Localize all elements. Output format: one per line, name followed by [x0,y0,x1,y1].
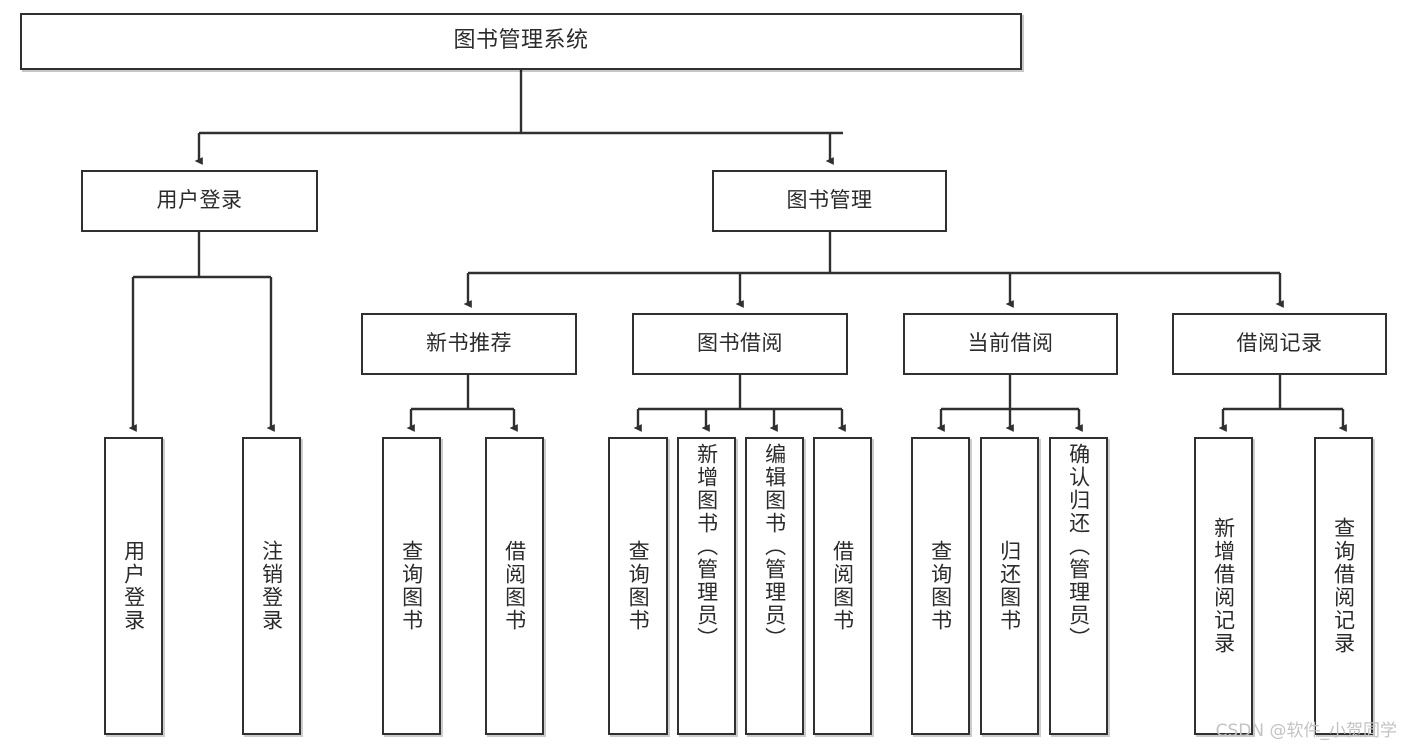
csdn-watermark: CSDN @软件_小贺同学 [1215,721,1397,741]
node-book-borrow-label: 图书借阅 [697,331,783,356]
node-borrow-records-label: 借阅记录 [1236,331,1323,356]
leaf-user-login-label: 用户登录 [121,540,146,632]
leaf-edit-book-admin[interactable]: 编辑图书（管理员） [745,437,804,735]
leaf-query-borrow-record[interactable]: 查询借阅记录 [1314,437,1373,735]
leaf-user-login[interactable]: 用户登录 [104,437,163,735]
leaf-query-book-current-label: 查询图书 [928,540,953,632]
node-current-borrow-label: 当前借阅 [967,331,1054,356]
leaf-query-book-current[interactable]: 查询图书 [911,437,970,735]
leaf-return-book-label: 归还图书 [997,540,1022,632]
node-book-management-label: 图书管理 [786,188,873,213]
leaf-borrow-book[interactable]: 借阅图书 [813,437,872,735]
node-book-management[interactable]: 图书管理 [712,170,947,232]
leaf-add-borrow-record-label: 新增借阅记录 [1211,517,1236,655]
node-new-book-recommend-label: 新书推荐 [426,331,512,356]
node-borrow-records[interactable]: 借阅记录 [1172,313,1387,375]
leaf-add-book-admin-label: 新增图书（管理员） [694,443,719,650]
node-book-borrow[interactable]: 图书借阅 [632,313,848,375]
leaf-logout-label: 注销登录 [259,540,284,632]
leaf-edit-book-admin-label: 编辑图书（管理员） [762,443,787,650]
leaf-query-book-recommend-label: 查询图书 [399,540,424,632]
leaf-confirm-return-admin-label: 确认归还（管理员） [1066,443,1091,650]
leaf-query-book-borrow[interactable]: 查询图书 [608,437,668,735]
leaf-borrow-book-recommend[interactable]: 借阅图书 [485,437,544,735]
leaf-confirm-return-admin[interactable]: 确认归还（管理员） [1049,437,1108,735]
leaf-borrow-book-recommend-label: 借阅图书 [502,540,527,632]
leaf-add-book-admin[interactable]: 新增图书（管理员） [677,437,736,735]
node-current-borrow[interactable]: 当前借阅 [903,313,1118,375]
leaf-borrow-book-label: 借阅图书 [830,540,855,632]
node-user-login[interactable]: 用户登录 [81,170,318,232]
leaf-query-book-borrow-label: 查询图书 [626,540,651,632]
node-new-book-recommend[interactable]: 新书推荐 [361,313,577,375]
leaf-query-book-recommend[interactable]: 查询图书 [382,437,441,735]
node-root-book-management-system[interactable]: 图书管理系统 [20,13,1022,70]
leaf-logout[interactable]: 注销登录 [242,437,301,735]
leaf-add-borrow-record[interactable]: 新增借阅记录 [1194,437,1253,735]
leaf-query-borrow-record-label: 查询借阅记录 [1331,517,1356,655]
node-user-login-label: 用户登录 [156,188,243,213]
node-root-label: 图书管理系统 [453,28,589,54]
leaf-return-book[interactable]: 归还图书 [980,437,1039,735]
